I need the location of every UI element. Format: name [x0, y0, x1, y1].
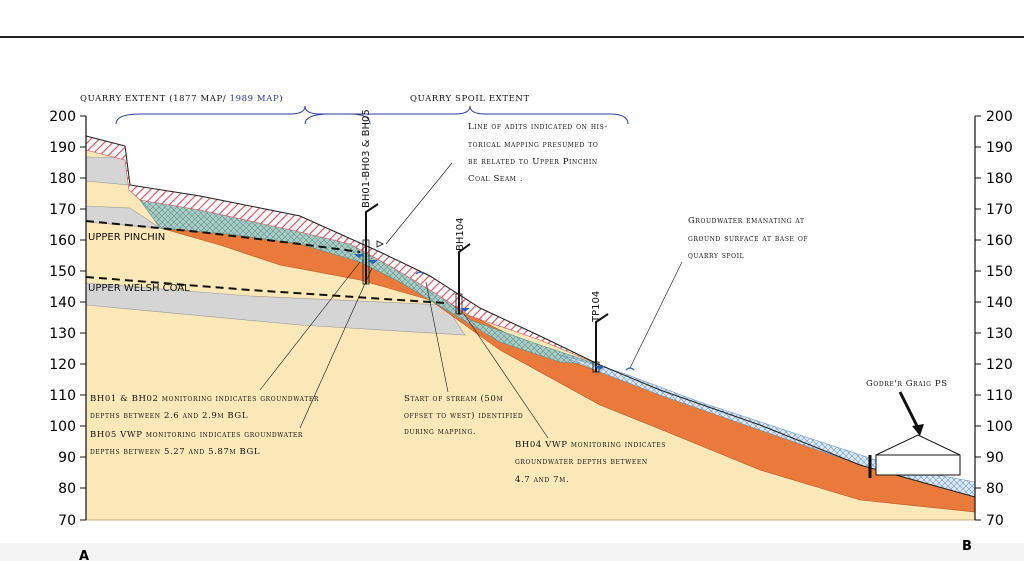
- right-tick-180: 180: [986, 171, 1013, 187]
- groundwater-emanating-line-1: Groudwater emanating at: [688, 216, 805, 226]
- left-tick-130: 130: [49, 326, 76, 342]
- ground-surface-line: [85, 135, 976, 498]
- right-tick-110: 110: [986, 388, 1013, 404]
- adits-note-line-3: be related to Upper Pinchin: [468, 157, 598, 167]
- godre-label: Godre'r Graig PS: [866, 379, 948, 389]
- adits-note-line-2: torical mapping presumed to: [468, 140, 598, 150]
- left-tick-200: 200: [49, 109, 76, 125]
- trialpit-tp104: [592, 313, 609, 373]
- upper-pinchin-line: [85, 220, 361, 253]
- left-tick-70: 70: [58, 513, 76, 529]
- right-tick-140: 140: [986, 295, 1013, 311]
- right-tick-150: 150: [986, 264, 1013, 280]
- left-tick-170: 170: [49, 202, 76, 218]
- bh-cluster-label: BH01-BH03 & BH05: [361, 109, 372, 208]
- borehole-cluster: [354, 203, 384, 285]
- quarry-spoil-label: QUARRY SPOIL EXTENT: [410, 94, 530, 104]
- left-tick-labels: 200 190 180 170 160 150 140 130 120 110 …: [49, 109, 76, 529]
- bh01-note-line-2: depths between 2.6 and 2.9m BGL: [90, 411, 248, 421]
- upper-welsh-line: [85, 276, 446, 304]
- left-tick-180: 180: [49, 171, 76, 187]
- right-tick-200: 200: [986, 109, 1013, 125]
- bh104-label: BH104: [455, 218, 466, 251]
- bh01-leader: [259, 261, 361, 391]
- right-tick-130: 130: [986, 326, 1013, 342]
- quarry-spoil-bracket: [304, 105, 629, 125]
- left-tick-80: 80: [58, 481, 76, 497]
- axis-ticks: [80, 115, 981, 521]
- right-tick-labels: 200 190 180 170 160 150 140 130 120 110 …: [986, 109, 1013, 529]
- bh04-note-line-1: BH04 VWP monitoring indicates: [515, 440, 666, 450]
- left-tick-190: 190: [49, 140, 76, 156]
- stream-note-line-2: offset to west) identified: [404, 410, 523, 421]
- left-tick-100: 100: [49, 419, 76, 435]
- stream-leader: [425, 281, 449, 393]
- left-tick-140: 140: [49, 295, 76, 311]
- adits-leader: [385, 162, 453, 245]
- groundwater-emanating-line-3: quarry spoil: [688, 251, 744, 261]
- left-tick-110: 110: [49, 388, 76, 404]
- section-start-label: A: [79, 549, 89, 561]
- top-rule: [0, 36, 1024, 38]
- stream-note-line-3: during mapping.: [404, 427, 476, 437]
- footer-band: [0, 543, 1024, 561]
- seepage-marks: [415, 271, 635, 371]
- godre-arrow-shaft: [898, 391, 920, 429]
- bh04-leader: [463, 313, 549, 439]
- right-tick-120: 120: [986, 357, 1013, 373]
- right-tick-70: 70: [986, 513, 1004, 529]
- right-tick-80: 80: [986, 481, 1004, 497]
- right-tick-100: 100: [986, 419, 1013, 435]
- tp104-label: TP104: [591, 291, 602, 323]
- quarry-extent-bracket: [115, 105, 371, 125]
- upper-welsh-label: UPPER WELSH COAL: [88, 283, 190, 294]
- bh01-note-line-1: BH01 & BH02 monitoring indicates groundw…: [90, 394, 319, 404]
- right-tick-90: 90: [986, 450, 1004, 466]
- right-tick-160: 160: [986, 233, 1013, 249]
- upper-pinchin-label: UPPER PINCHIN: [88, 232, 165, 243]
- left-tick-160: 160: [49, 233, 76, 249]
- coal-band-upper: [85, 156, 130, 186]
- godre-arrow-head: [912, 424, 924, 436]
- bh04-note-line-2: groundwater depths between: [515, 457, 648, 467]
- school-building: [868, 434, 961, 478]
- adits-note-line-1: Line of adits indicated on his-: [468, 122, 608, 132]
- right-tick-190: 190: [986, 140, 1013, 156]
- left-tick-90: 90: [58, 450, 76, 466]
- quarry-extent-label: QUARRY EXTENT (1877 MAP/ 1989 MAP): [80, 93, 283, 104]
- right-tick-170: 170: [986, 202, 1013, 218]
- bh05-note-line-2: depths between 5.27 and 5.87m BGL: [90, 447, 260, 457]
- bh05-leader: [299, 267, 373, 429]
- groundwater-emanating-line-2: ground surface at base of: [688, 234, 808, 244]
- borehole-bh104: [455, 243, 471, 315]
- left-tick-120: 120: [49, 357, 76, 373]
- section-end-label: B: [962, 539, 972, 554]
- left-tick-150: 150: [49, 264, 76, 280]
- bh04-note-line-3: 4.7 and 7m.: [515, 475, 569, 485]
- adits-note-line-4: Coal Seam .: [468, 174, 523, 184]
- stream-note-line-1: Start of stream (50m: [404, 393, 503, 404]
- bh05-note-line-1: BH05 VWP monitoring indicates groundwate…: [90, 430, 303, 440]
- groundwater-emanating-leader: [629, 261, 683, 369]
